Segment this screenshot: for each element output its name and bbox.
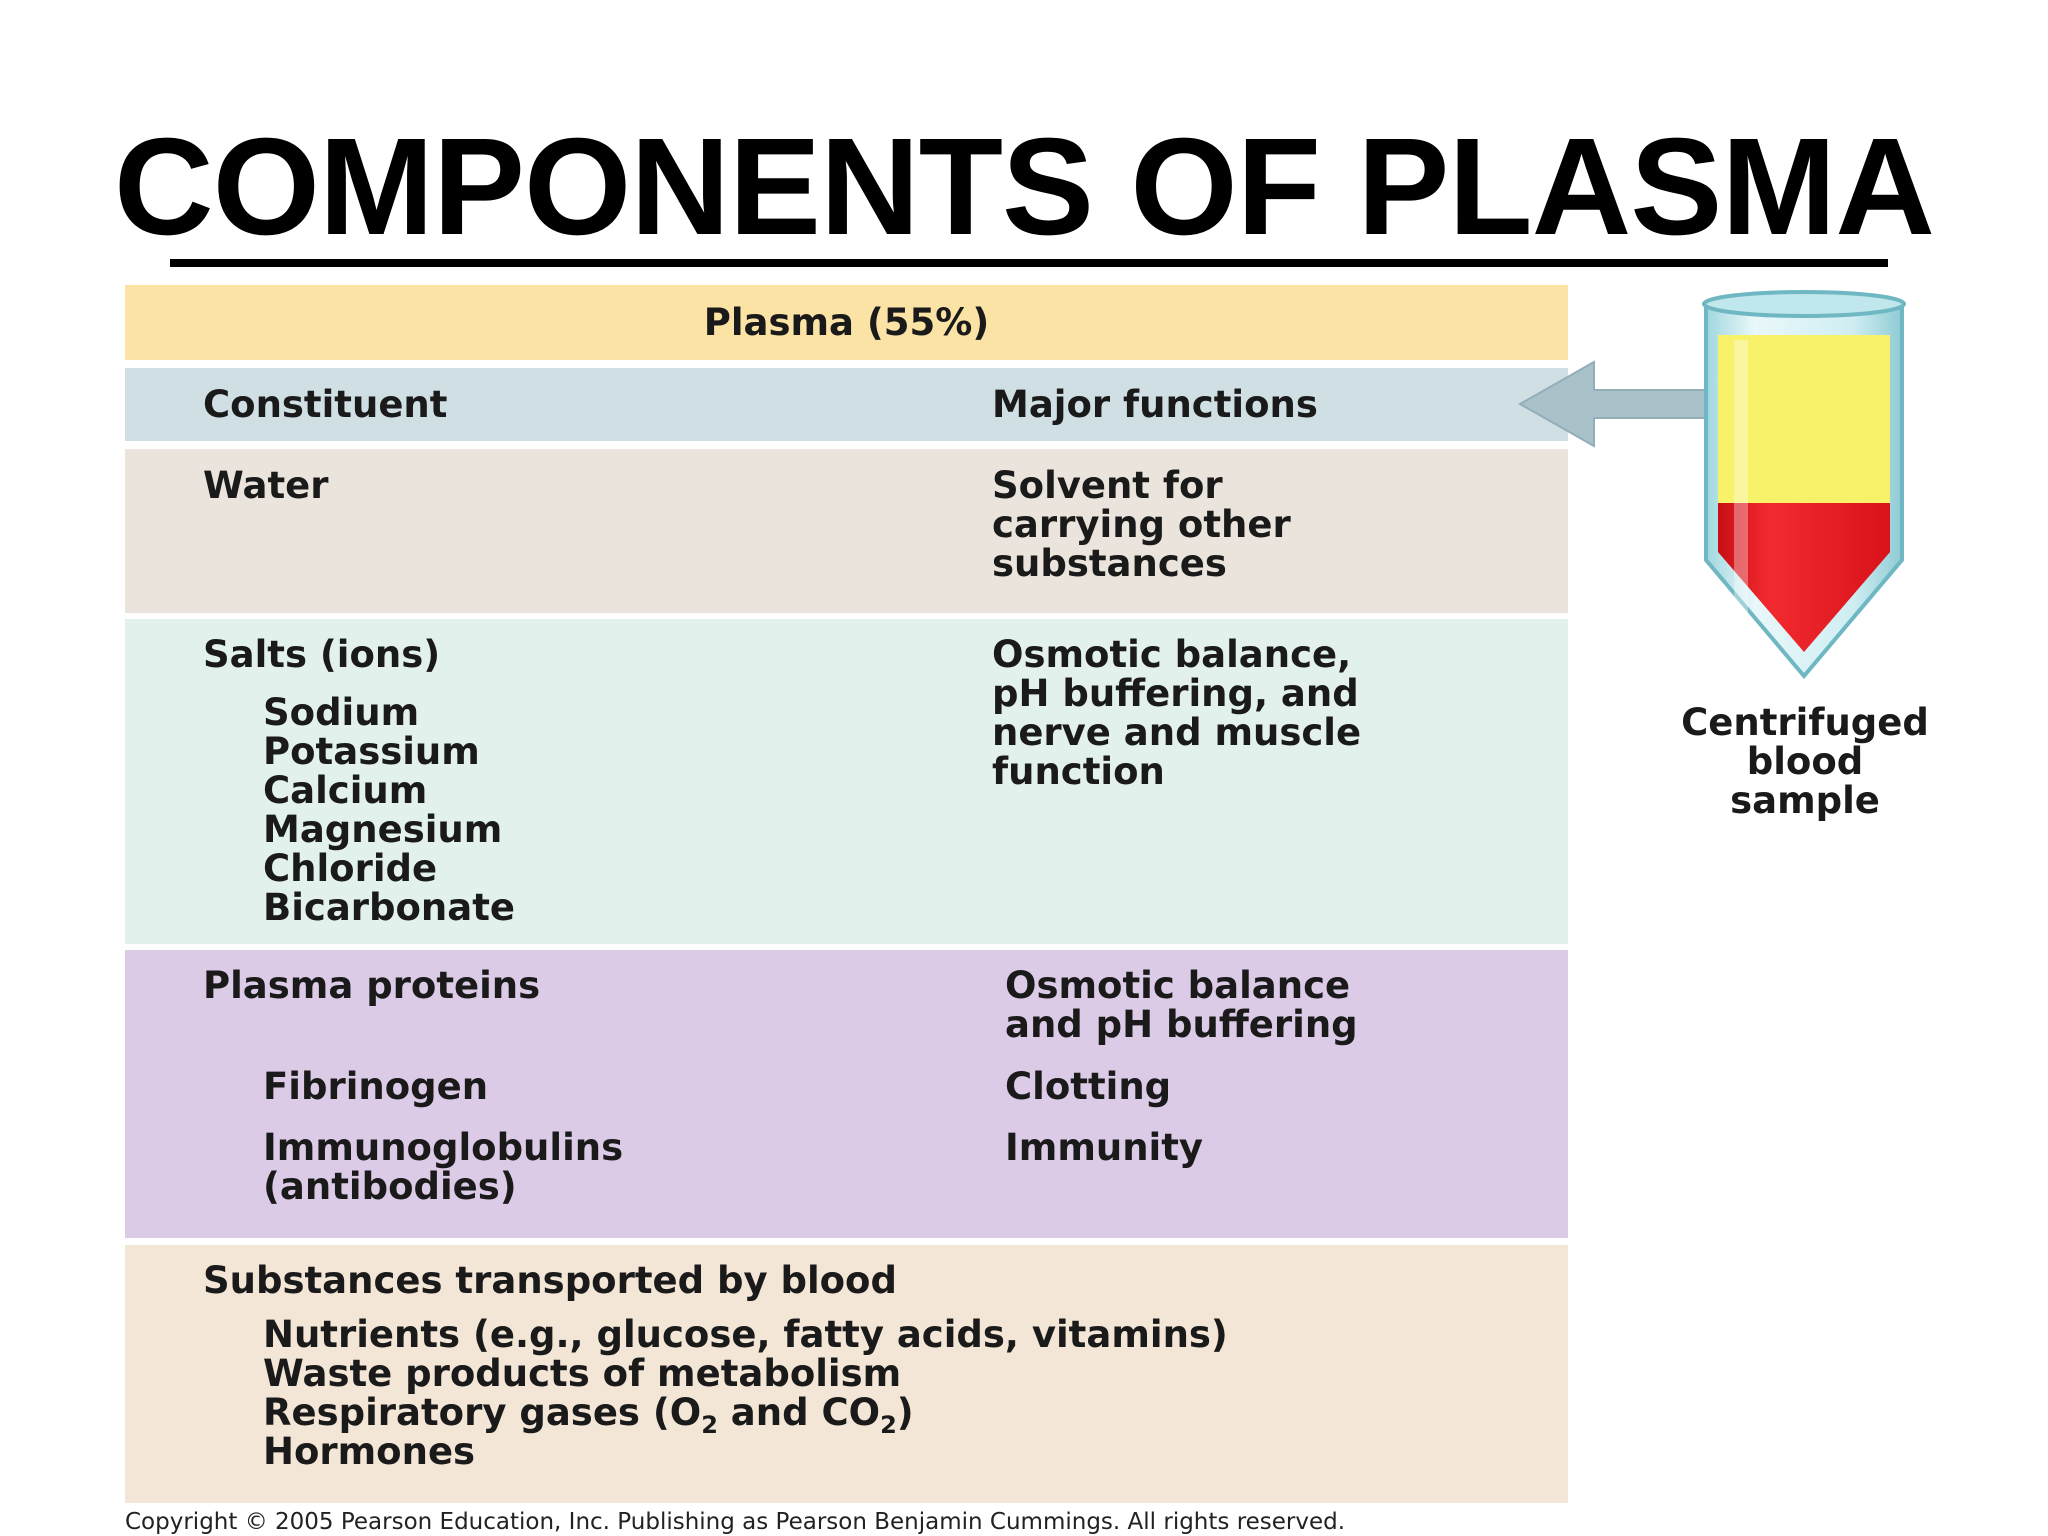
- immunoglobulins-label: Immunoglobulins (antibodies): [263, 1128, 623, 1206]
- table-row-plasma-proteins: Plasma proteins Osmotic balance and pH b…: [125, 950, 1568, 1238]
- substance-item: Waste products of metabolism: [263, 1352, 902, 1395]
- tube-rim: [1702, 290, 1906, 318]
- tube-caption-line: Centrifuged: [1681, 701, 1929, 744]
- substance-item: Nutrients (e.g., glucose, fatty acids, v…: [263, 1313, 1228, 1356]
- salts-function-line: nerve and muscle: [992, 711, 1362, 754]
- tube-caption: Centrifuged blood sample: [1620, 703, 1990, 820]
- water-constituent: Water: [203, 464, 329, 507]
- salts-constituent: Salts (ions): [203, 633, 441, 676]
- test-tube-icon: [1702, 290, 1906, 680]
- proteins-function: Osmotic balance and pH buffering: [1005, 966, 1358, 1044]
- substances-list: Nutrients (e.g., glucose, fatty acids, v…: [263, 1315, 1228, 1471]
- proteins-constituent: Plasma proteins: [203, 964, 541, 1007]
- fibrinogen-function: Clotting: [1005, 1065, 1172, 1108]
- tube-caption-line: blood: [1746, 740, 1864, 783]
- salts-function-line: Osmotic balance,: [992, 633, 1352, 676]
- ion-item: Chloride: [263, 847, 438, 890]
- gases-text: Respiratory gases (O: [263, 1391, 702, 1434]
- ion-item: Potassium: [263, 730, 480, 773]
- ion-item: Sodium: [263, 691, 420, 734]
- red-cell-layer: [1718, 503, 1890, 652]
- immunoglobulins-line: (antibodies): [263, 1165, 517, 1208]
- ion-item: Magnesium: [263, 808, 503, 851]
- salts-function: Osmotic balance, pH buffering, and nerve…: [992, 635, 1361, 791]
- plasma-layer: [1718, 335, 1890, 503]
- water-function: Solvent for carrying other substances: [992, 466, 1291, 583]
- plasma-header-label: Plasma (55%): [703, 301, 990, 344]
- immunoglobulins-function: Immunity: [1005, 1126, 1204, 1169]
- gases-text: and CO: [717, 1391, 881, 1434]
- substances-constituent: Substances transported by blood: [203, 1259, 897, 1302]
- water-function-line: carrying other: [992, 503, 1291, 546]
- column-header-functions: Major functions: [992, 383, 1318, 426]
- substance-item-gases: Respiratory gases (O2 and CO2): [263, 1391, 1228, 1437]
- plasma-header-band: Plasma (55%): [125, 285, 1568, 360]
- substance-item: Hormones: [263, 1430, 476, 1473]
- table-row-water: Water Solvent for carrying other substan…: [125, 449, 1568, 613]
- salts-ion-list: Sodium Potassium Calcium Magnesium Chlor…: [263, 693, 515, 927]
- column-header-constituent: Constituent: [203, 383, 448, 426]
- o2-subscript: 2: [701, 1411, 718, 1439]
- ion-item: Calcium: [263, 769, 428, 812]
- column-header-band: Constituent Major functions: [125, 368, 1568, 441]
- tube-caption-line: sample: [1730, 779, 1880, 822]
- arrow-shape: [1517, 360, 1713, 448]
- water-function-line: substances: [992, 542, 1227, 585]
- page-title: COMPONENTS OF PLASMA: [113, 110, 1935, 264]
- co2-subscript: 2: [880, 1411, 897, 1439]
- table-row-substances-transported: Substances transported by blood Nutrient…: [125, 1245, 1568, 1503]
- title-underline: [170, 259, 1888, 267]
- water-function-line: Solvent for: [992, 464, 1223, 507]
- tube-highlight: [1734, 340, 1748, 630]
- salts-function-line: function: [992, 750, 1165, 793]
- salts-function-line: pH buffering, and: [992, 672, 1359, 715]
- proteins-function-line: Osmotic balance: [1005, 964, 1351, 1007]
- ion-item: Bicarbonate: [263, 886, 516, 929]
- table-row-salts: Salts (ions) Sodium Potassium Calcium Ma…: [125, 619, 1568, 944]
- copyright-notice: Copyright © 2005 Pearson Education, Inc.…: [125, 1509, 1346, 1535]
- gases-text: ): [896, 1391, 914, 1434]
- immunoglobulins-line: Immunoglobulins: [263, 1126, 624, 1169]
- fibrinogen-label: Fibrinogen: [263, 1065, 489, 1108]
- proteins-function-line: and pH buffering: [1005, 1003, 1358, 1046]
